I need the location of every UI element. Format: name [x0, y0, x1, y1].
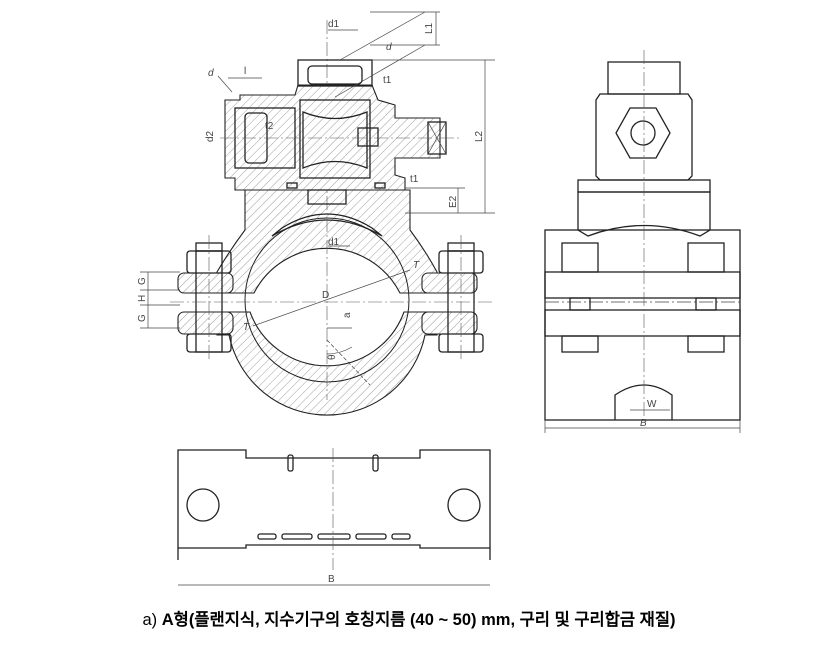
left-upper-flange [177, 272, 234, 294]
label-d1-top: d1 [328, 19, 340, 30]
left-lower-flange [177, 311, 234, 335]
label-D: D [322, 290, 329, 301]
hex-nut-icon [615, 107, 671, 159]
label-T-left: T [243, 322, 250, 333]
caption-text: A형(플랜지식, 지수기구의 호칭지름 (40 ~ 50) mm, 구리 및 구… [161, 611, 676, 629]
liner-arc [271, 213, 383, 237]
left-bolt-hole [186, 488, 220, 522]
label-G-bottom: G [137, 314, 148, 322]
plan-view: B [177, 448, 491, 586]
label-a: a [342, 312, 353, 318]
notch [614, 384, 673, 420]
label-d2: d2 [205, 130, 216, 142]
side-frame [544, 229, 741, 421]
caption-prefix: a) [142, 611, 158, 629]
valve-bore [299, 99, 371, 179]
right-lower-flange [421, 311, 478, 335]
front-section-view: d1 L1 d t1 d l d2 t2 L2 t1 E2 d1 D T T G… [137, 11, 495, 416]
neck [307, 189, 347, 205]
label-L1: L1 [424, 22, 435, 34]
label-W: W [647, 399, 657, 410]
left-bolt [186, 235, 232, 360]
label-E2: E2 [448, 195, 459, 208]
valve-stem [357, 127, 379, 147]
right-bolt-hole [447, 488, 481, 522]
label-t1-top: t1 [383, 75, 392, 86]
label-d-left: d [208, 68, 214, 79]
label-d-top: d [386, 42, 392, 53]
valve-cap [297, 59, 373, 87]
label-T-right: T [413, 260, 420, 271]
plan-outline [177, 449, 491, 549]
label-L2: L2 [474, 130, 485, 142]
side-view: W B [544, 50, 741, 433]
label-B-side: B [640, 418, 647, 429]
label-B-plan: B [328, 574, 335, 585]
valve-ball [302, 111, 368, 169]
lower-saddle [216, 311, 438, 416]
right-bolt [438, 235, 484, 360]
label-G-top: G [137, 277, 148, 285]
label-t1-bottom: t1 [410, 174, 419, 185]
label-l: l [244, 66, 246, 77]
label-theta: θ [327, 354, 338, 360]
label-H: H [137, 295, 148, 302]
right-upper-flange [421, 272, 478, 294]
figure-caption: a) A형(플랜지식, 지수기구의 호칭지름 (40 ~ 50) mm, 구리 … [0, 606, 818, 630]
valve-body [224, 84, 441, 191]
label-d1-mid: d1 [328, 237, 340, 248]
label-t2: t2 [265, 121, 274, 132]
